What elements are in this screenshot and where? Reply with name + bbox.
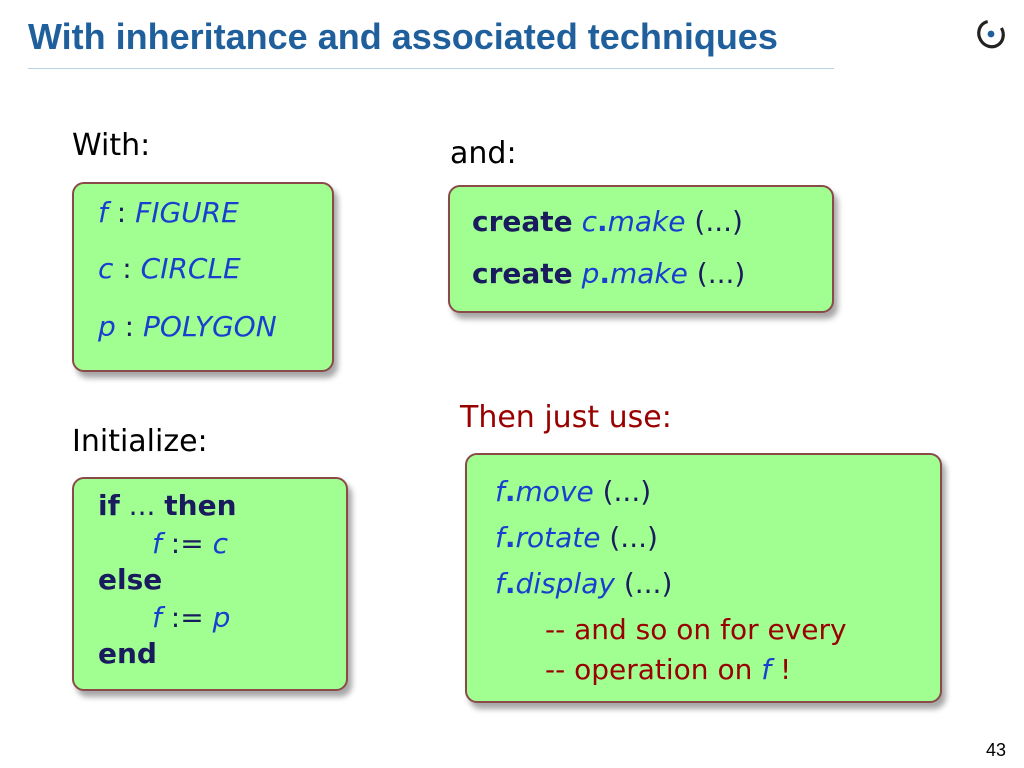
create-target: c: [581, 205, 597, 238]
call-feature: rotate: [515, 521, 601, 554]
decl-var: f: [98, 196, 108, 229]
call-target: f: [495, 521, 505, 554]
call-args: (...): [593, 475, 652, 508]
assign-target: f: [152, 601, 162, 634]
assign-target: f: [152, 527, 162, 560]
decl-type: CIRCLE: [140, 252, 241, 285]
call-line-display: f.display (...): [495, 567, 672, 600]
if-ellipsis: ...: [119, 489, 165, 522]
call-feature: move: [515, 475, 594, 508]
decl-var: c: [98, 252, 114, 285]
slide-title: With inheritance and associated techniqu…: [28, 16, 778, 57]
end-keyword: end: [98, 637, 157, 670]
call-line-move: f.move (...): [495, 475, 651, 508]
end-line: end: [98, 637, 157, 670]
assign-line-2: f := p: [152, 601, 230, 634]
comment-line-2: -- operation on f !: [545, 653, 791, 686]
call-target: f: [495, 567, 505, 600]
dot-operator: .: [504, 475, 516, 508]
declarations-box: f : FIGURE c : CIRCLE p : POLYGON: [72, 182, 334, 372]
create-args: (...): [685, 205, 743, 238]
decl-sep: :: [107, 196, 136, 229]
with-label: With:: [72, 128, 151, 163]
call-target: f: [495, 475, 505, 508]
decl-type: FIGURE: [135, 196, 239, 229]
usage-box: f.move (...) f.rotate (...) f.display (.…: [465, 453, 942, 703]
then-keyword: then: [164, 489, 237, 522]
create-target: p: [581, 257, 600, 290]
initialize-label: Initialize:: [72, 424, 208, 459]
dot-operator: .: [504, 521, 516, 554]
comment-prefix: -- operation on: [545, 653, 762, 686]
eiffel-logo-icon: [977, 19, 1005, 49]
else-keyword: else: [98, 563, 163, 596]
comment-line-1: -- and so on for every: [545, 613, 847, 646]
call-feature: display: [515, 567, 615, 600]
comment-var: f: [761, 653, 772, 686]
initialization-box: if ... then f := c else f := p end: [72, 477, 348, 691]
create-feature: make: [607, 205, 686, 238]
dot-operator: .: [504, 567, 516, 600]
create-keyword: create: [472, 205, 573, 238]
assign-value: p: [212, 601, 231, 634]
decl-sep: :: [115, 310, 144, 343]
dot-operator: .: [596, 205, 608, 238]
if-keyword: if: [98, 489, 120, 522]
creation-box: create c.make (...) create p.make (...): [448, 185, 834, 313]
create-args: (...): [687, 257, 746, 290]
comment-suffix: !: [771, 653, 792, 686]
create-line-c: create c.make (...): [472, 205, 743, 238]
create-feature: make: [610, 257, 688, 290]
if-line: if ... then: [98, 489, 237, 522]
create-keyword: create: [472, 257, 573, 290]
assign-value: c: [212, 527, 228, 560]
title-divider: [28, 68, 834, 69]
decl-type: POLYGON: [143, 310, 277, 343]
dot-operator: .: [599, 257, 610, 290]
call-args: (...): [614, 567, 673, 600]
assign-operator: :=: [161, 601, 213, 634]
decl-line-p: p : POLYGON: [98, 310, 277, 343]
else-line: else: [98, 563, 162, 596]
assign-operator: :=: [161, 527, 213, 560]
call-line-rotate: f.rotate (...): [495, 521, 658, 554]
create-line-p: create p.make (...): [472, 257, 745, 290]
decl-sep: :: [113, 252, 141, 285]
decl-line-f: f : FIGURE: [98, 196, 239, 229]
and-label: and:: [450, 136, 517, 171]
decl-line-c: c : CIRCLE: [98, 252, 241, 285]
page-number: 43: [985, 740, 1006, 760]
call-args: (...): [600, 521, 658, 554]
assign-line-1: f := c: [152, 527, 228, 560]
then-just-use-label: Then just use:: [460, 400, 672, 435]
decl-var: p: [98, 310, 116, 343]
